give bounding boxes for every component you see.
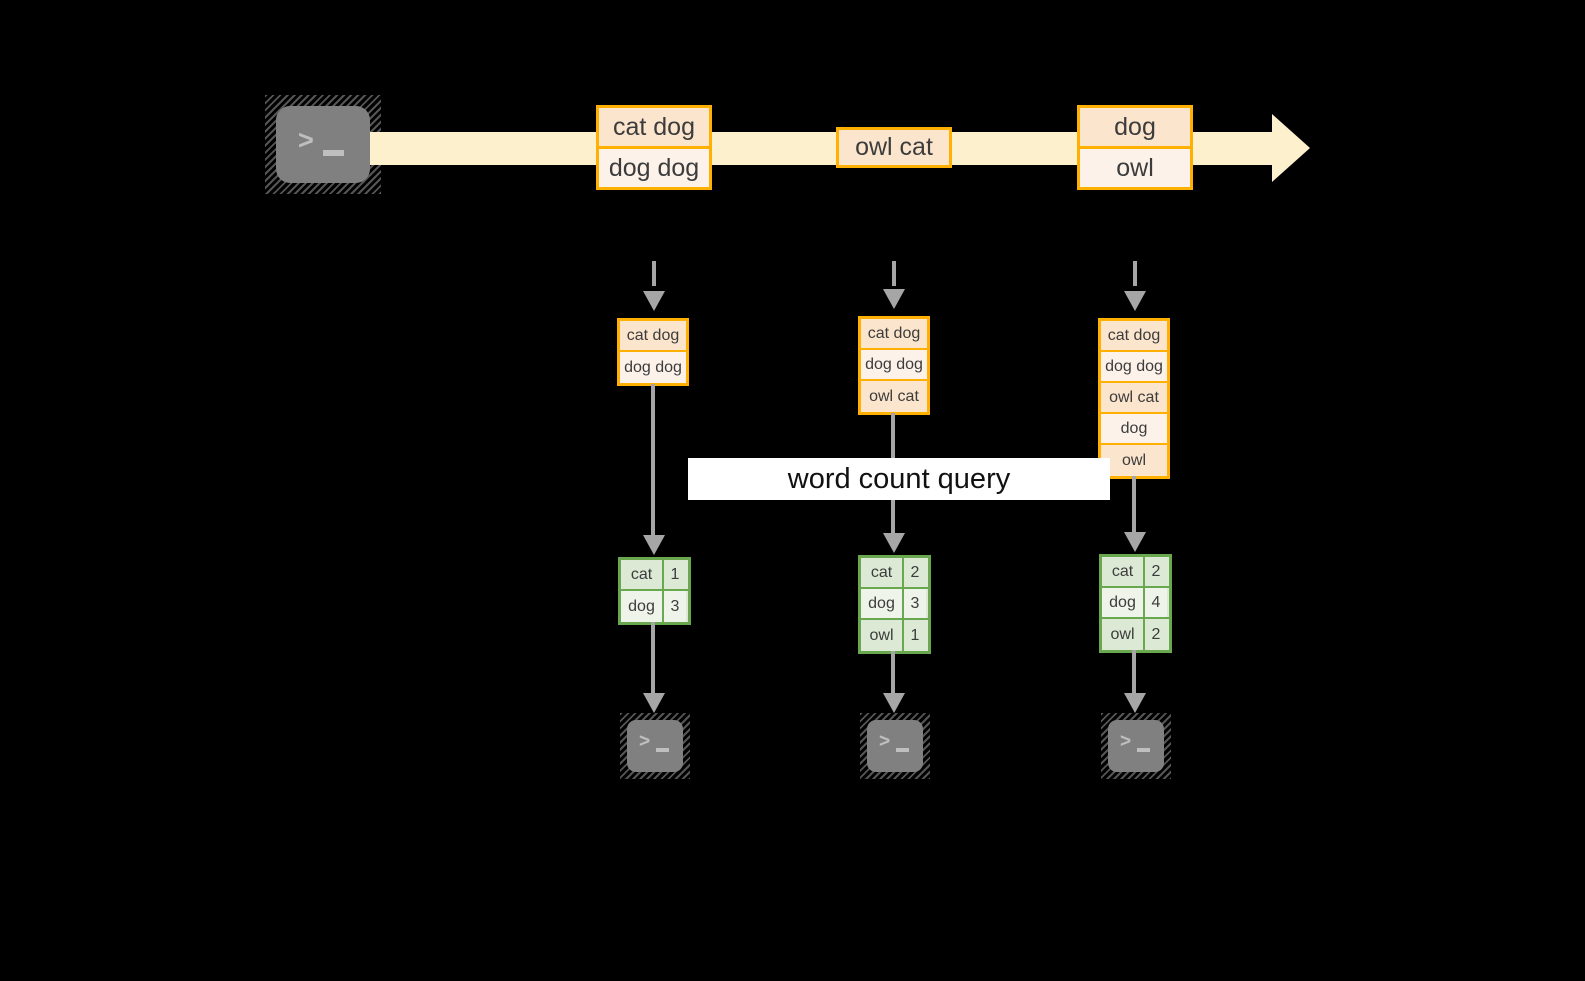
count-value: 3 [664,591,686,622]
snapshot-2-output-line [891,651,895,694]
stack-row: cat dog [1101,321,1167,352]
snapshot-1-output-arrowhead [643,693,665,713]
terminal-prompt-chevron: > [879,731,891,752]
count-value: 2 [904,558,926,587]
stream-record: dog [1077,105,1193,149]
snapshot-2-output-arrowhead [883,693,905,713]
consumer-terminal-icon: > [620,713,690,779]
consumer-terminal-icon: > [1101,713,1171,779]
snapshot-link-dash [1133,261,1137,286]
snapshot-3-query-line [1132,476,1136,546]
terminal-screen [1108,720,1164,772]
consumer-terminal-icon: > [860,713,930,779]
producer-terminal-icon: > [265,95,381,194]
count-value: 1 [904,620,926,651]
snapshot-3-query-arrowhead [1124,532,1146,552]
stream-record: cat dog [596,105,712,149]
count-word: dog [861,589,904,618]
stack-row: dog dog [620,352,686,383]
count-word: dog [621,591,664,622]
snapshot-3-output-line [1132,650,1136,694]
stack-row: owl [1101,445,1167,476]
stack-row: cat dog [861,319,927,350]
stream-record: owl [1077,146,1193,190]
snapshot-link-arrowhead [1124,291,1146,311]
terminal-screen [276,106,370,183]
stream-record: owl cat [836,127,952,168]
table-row: owl 1 [861,620,928,651]
table-row: dog 4 [1102,588,1169,619]
snapshot-1-query-line [651,384,655,546]
count-value: 4 [1145,588,1167,617]
terminal-prompt-chevron: > [639,731,651,752]
count-word: owl [1102,619,1145,650]
table-row: dog 3 [861,589,928,620]
count-word: dog [1102,588,1145,617]
table-row: dog 3 [621,591,688,622]
terminal-prompt-underscore [896,748,909,752]
table-row: owl 2 [1102,619,1169,650]
count-value: 2 [1145,619,1167,650]
stack-row: cat dog [620,321,686,352]
stream-record: dog dog [596,146,712,190]
count-word: owl [861,620,904,651]
snapshot-1-record-stack: cat dog dog dog [617,318,689,386]
terminal-prompt-underscore [323,150,344,156]
snapshot-3-record-stack: cat dog dog dog owl cat dog owl [1098,318,1170,479]
snapshot-1-count-table: cat 1 dog 3 [618,557,691,625]
terminal-prompt-chevron: > [1120,731,1132,752]
snapshot-link-arrowhead [643,291,665,311]
count-word: cat [861,558,904,587]
stack-row: dog [1101,414,1167,445]
snapshot-2-query-arrowhead [883,533,905,553]
table-row: cat 1 [621,560,688,591]
input-stream-arrow-head [1272,114,1310,182]
terminal-screen [867,720,923,772]
snapshot-3-output-arrowhead [1124,693,1146,713]
snapshot-2-count-table: cat 2 dog 3 owl 1 [858,555,931,654]
count-word: cat [1102,557,1145,586]
count-value: 3 [904,589,926,618]
stack-row: owl cat [1101,383,1167,414]
snapshot-3-count-table: cat 2 dog 4 owl 2 [1099,554,1172,653]
snapshot-link-dash [892,261,896,286]
query-label: word count query [688,458,1110,500]
snapshot-2-record-stack: cat dog dog dog owl cat [858,316,930,415]
count-value: 1 [664,560,686,589]
count-value: 2 [1145,557,1167,586]
table-row: cat 2 [1102,557,1169,588]
count-word: cat [621,560,664,589]
terminal-screen [627,720,683,772]
snapshot-link-arrowhead [883,289,905,309]
terminal-prompt-chevron: > [298,125,314,155]
stack-row: owl cat [861,381,927,412]
terminal-prompt-underscore [1137,748,1150,752]
stack-row: dog dog [1101,352,1167,383]
stack-row: dog dog [861,350,927,381]
snapshot-link-dash [652,261,656,286]
table-row: cat 2 [861,558,928,589]
terminal-prompt-underscore [656,748,669,752]
snapshot-1-query-arrowhead [643,535,665,555]
snapshot-1-output-line [651,622,655,694]
